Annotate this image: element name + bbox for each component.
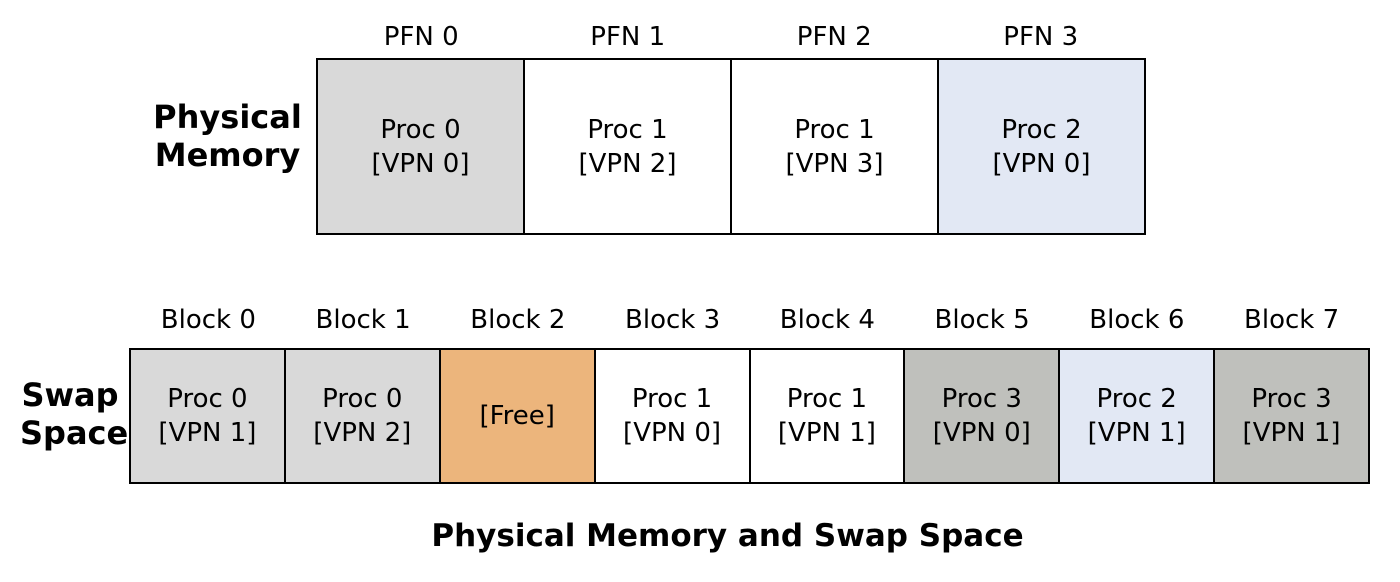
frame-vpn: [VPN 0]: [371, 148, 470, 179]
block-proc: Proc 0: [167, 384, 248, 414]
physical-memory-label: Physical Memory: [150, 98, 305, 174]
physical-memory-label-line: Physical: [153, 98, 302, 136]
pfn-headers: PFN 0 PFN 1 PFN 2 PFN 3: [318, 22, 1144, 52]
block-header: Block 1: [315, 305, 411, 335]
frame-vpn: [VPN 2]: [578, 148, 677, 179]
block-proc: Proc 0: [322, 384, 403, 414]
block-proc: Proc 2: [1096, 384, 1177, 414]
swap-block: Proc 2 [VPN 1]: [1060, 350, 1216, 482]
block-vpn: [VPN 1]: [1242, 418, 1341, 448]
block-proc: [Free]: [479, 401, 555, 431]
block-header: Block 7: [1244, 305, 1340, 335]
swap-space-label: Swap Space: [20, 376, 129, 452]
swap-block: Proc 3 [VPN 1]: [1215, 350, 1368, 482]
block-header: Block 3: [625, 305, 721, 335]
pfn-header: PFN 3: [1003, 22, 1079, 52]
diagram-caption: Physical Memory and Swap Space: [431, 518, 1024, 554]
block-header: Block 6: [1089, 305, 1185, 335]
block-proc: Proc 3: [941, 384, 1022, 414]
page-frame: Proc 1 [VPN 3]: [732, 60, 939, 233]
frame-proc: Proc 0: [380, 114, 461, 145]
swap-block: Proc 1 [VPN 1]: [750, 350, 906, 482]
physical-memory-label-line: Memory: [154, 136, 301, 174]
block-header: Block 2: [470, 305, 566, 335]
block-vpn: [VPN 1]: [1087, 418, 1186, 448]
block-proc: Proc 1: [786, 384, 868, 414]
block-header: Block 5: [934, 305, 1030, 335]
block-headers: Block 0 Block 1 Block 2 Block 3 Block 4 …: [131, 305, 1369, 335]
frame-proc: Proc 1: [587, 114, 668, 145]
block-proc: Proc 3: [1251, 384, 1332, 414]
frame-proc: Proc 1: [794, 114, 875, 145]
pfn-header: PFN 2: [796, 22, 872, 52]
block-header: Block 0: [160, 305, 256, 335]
pfn-header: PFN 1: [590, 22, 666, 52]
swap-block: Proc 0 [VPN 2]: [285, 350, 441, 482]
block-header: Block 4: [779, 305, 875, 335]
swap-block: Proc 0 [VPN 1]: [131, 350, 286, 482]
page-frame: Proc 1 [VPN 2]: [525, 60, 732, 233]
block-vpn: [VPN 1]: [158, 418, 257, 448]
frame-vpn: [VPN 0]: [992, 148, 1091, 179]
block-vpn: [VPN 2]: [313, 418, 412, 448]
swap-space-row: Proc 0 [VPN 1] Proc 0 [VPN 2] [Free] Pro…: [129, 348, 1370, 484]
physical-memory-row: Proc 0 [VPN 0] Proc 1 [VPN 2] Proc 1 [VP…: [316, 58, 1146, 235]
swap-block: Proc 3 [VPN 0]: [905, 350, 1061, 482]
swap-space-label-line: Swap: [21, 376, 119, 414]
block-vpn: [VPN 0]: [932, 418, 1031, 448]
frame-vpn: [VPN 3]: [785, 148, 884, 179]
frame-proc: Proc 2: [1001, 114, 1082, 145]
block-vpn: [VPN 0]: [623, 418, 722, 448]
pfn-header: PFN 0: [383, 22, 459, 52]
page-frame: Proc 2 [VPN 0]: [939, 60, 1144, 233]
block-vpn: [VPN 1]: [777, 418, 876, 448]
page-frame: Proc 0 [VPN 0]: [318, 60, 525, 233]
swap-block-free: [Free]: [440, 350, 596, 482]
block-proc: Proc 1: [631, 384, 713, 414]
swap-space-label-line: Space: [20, 414, 129, 452]
swap-block: Proc 1 [VPN 0]: [595, 350, 751, 482]
